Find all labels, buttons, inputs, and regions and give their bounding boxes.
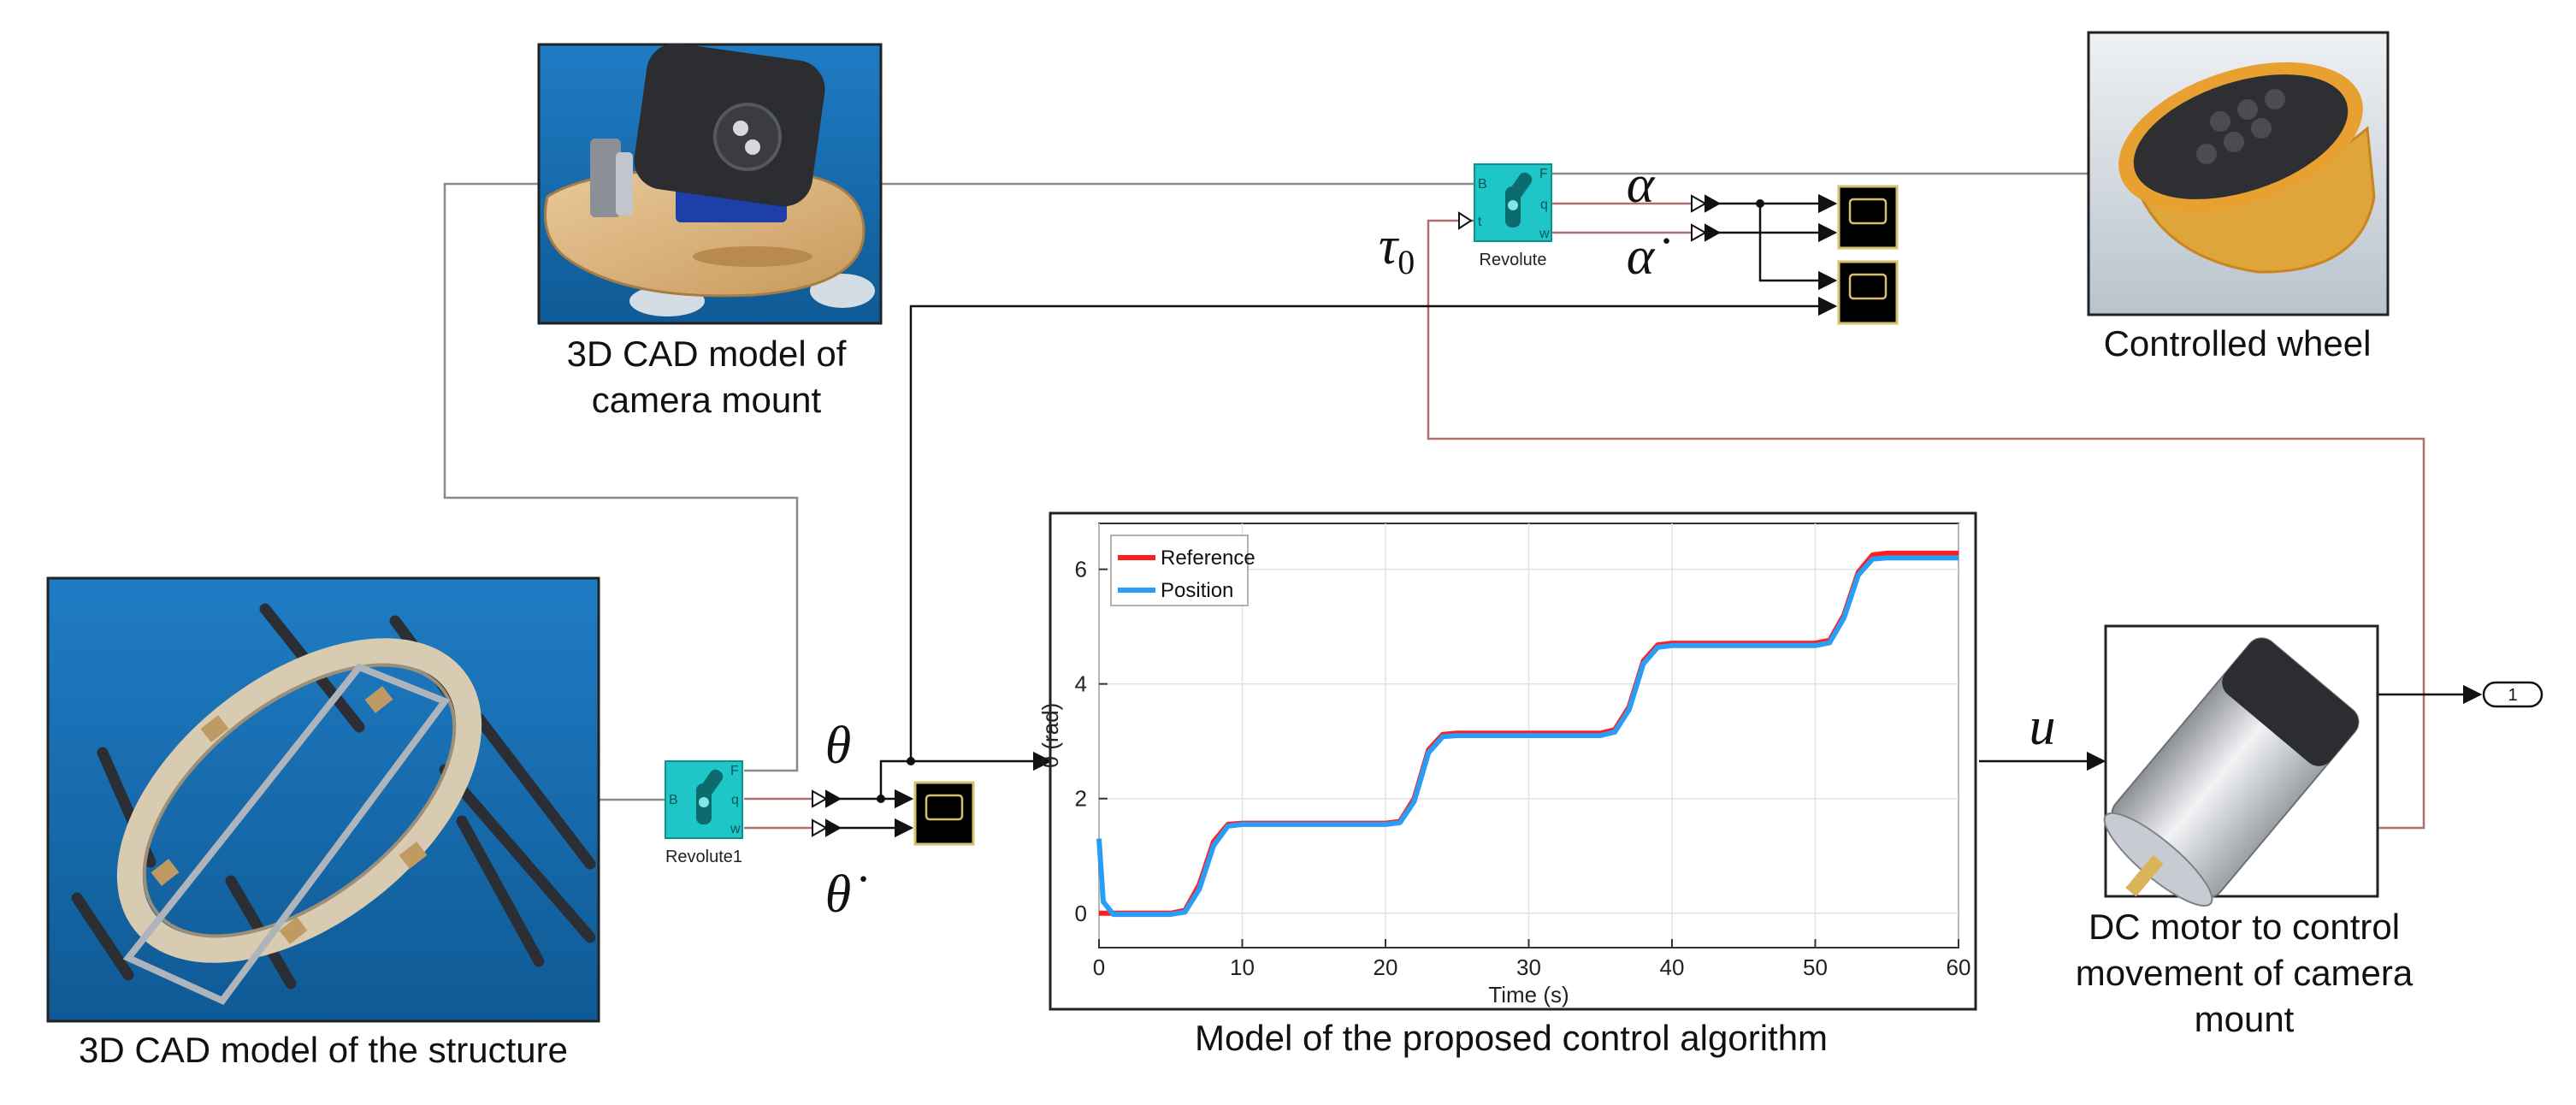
port-t: t [1478, 215, 1482, 229]
converter-alphadot[interactable] [1691, 223, 1708, 242]
revolute1-block[interactable]: B F q w Revolute1 [665, 760, 743, 866]
y-tick-label: 4 [1075, 671, 1087, 697]
theta-symbol: θ [825, 717, 851, 775]
dc-motor-image [2103, 624, 2379, 907]
scope-alpha[interactable] [1837, 185, 1899, 250]
legend-label-reference: Reference [1161, 547, 1256, 570]
converter-alpha[interactable] [1691, 194, 1708, 213]
signal-theta-feedback-to-scope [909, 296, 1838, 761]
x-tick-label: 0 [1093, 954, 1105, 980]
y-tick-label: 6 [1075, 557, 1087, 582]
x-tick-label: 40 [1660, 954, 1685, 980]
alpha-symbol: α [1627, 156, 1656, 214]
structure-ring [116, 638, 482, 963]
x-tick-label: 60 [1947, 954, 1971, 980]
signal-theta-to-controller [879, 751, 1053, 799]
ps-converters [812, 194, 1722, 837]
x-tick-label: 20 [1374, 954, 1398, 980]
y-tick-label: 2 [1075, 786, 1087, 812]
y-tick-label: 0 [1075, 901, 1087, 926]
camera-lens-dot-1 [733, 121, 748, 136]
series-line-position [1096, 555, 1959, 918]
torque-connections [744, 202, 2425, 830]
scope-theta[interactable] [913, 781, 975, 846]
scope-alpha-branch[interactable] [1837, 260, 1899, 325]
mount-foot-right [810, 274, 875, 308]
caption-structure: 3D CAD model of the structure [79, 1030, 568, 1070]
port-B: B [669, 793, 678, 807]
controlled-wheel-image [2087, 31, 2390, 316]
alpha-dot-symbol: α̇ [1627, 228, 1670, 286]
theta-dot-symbol: θ̇ [825, 866, 866, 924]
x-axis-label: Time (s) [1488, 982, 1569, 1008]
port-q: q [1540, 198, 1548, 212]
wheel-holes [2196, 89, 2285, 164]
structure-cad-image [46, 576, 600, 1023]
converter-thetadot-solid [825, 818, 842, 837]
converter-theta-solid [825, 789, 842, 808]
signal-junctions [877, 199, 1764, 803]
junction-theta-1 [877, 795, 885, 803]
junction-theta-2 [907, 757, 915, 765]
x-tick-label: 30 [1516, 954, 1541, 980]
junction-alpha [1756, 199, 1764, 208]
port-B: B [1478, 177, 1487, 192]
revolute-block[interactable]: B F t q w Revolute [1458, 163, 1552, 269]
x-tick-label: 50 [1803, 954, 1828, 980]
signal-connections [838, 193, 2483, 838]
camera-lens-dot-2 [745, 139, 760, 155]
camera-mount-cad-image [537, 43, 883, 325]
joint-icon [1505, 172, 1533, 228]
mount-slot [693, 246, 812, 267]
mount-post-2 [616, 152, 633, 216]
outport-label: 1 [2508, 686, 2517, 705]
caption-camera-mount-line2: camera mount [592, 380, 822, 420]
motor-body [2103, 637, 2360, 907]
caption-control-algorithm: Model of the proposed control algorithm [1195, 1018, 1828, 1058]
u-symbol: u [2029, 698, 2056, 756]
caption-dc-motor-line1: DC motor to control [2089, 907, 2400, 947]
caption-dc-motor-line3: mount [2195, 999, 2295, 1039]
x-tick-label: 10 [1230, 954, 1255, 980]
converter-alphadot-solid [1705, 223, 1722, 242]
converter-thetadot[interactable] [812, 818, 829, 837]
revolute-label: Revolute [1480, 251, 1547, 269]
converter-alpha-solid [1705, 194, 1722, 213]
structure-ring-edge [142, 663, 457, 938]
caption-dc-motor-line2: movement of camera [2076, 953, 2414, 993]
revolute1-label: Revolute1 [665, 848, 742, 866]
signal-alpha-branch [1758, 204, 1838, 291]
legend-box [1110, 535, 1249, 606]
wire-motor-to-revolute-torque [1427, 219, 2425, 830]
joint-icon [696, 769, 724, 824]
port-w: w [1539, 227, 1550, 241]
wire-revolute1-to-camera-mount [443, 182, 799, 772]
scopes [913, 185, 1899, 846]
port-t-triangle [1458, 211, 1473, 230]
port-w: w [730, 822, 741, 836]
port-F: F [730, 764, 739, 778]
structure-brackets [151, 686, 428, 944]
port-F: F [1539, 167, 1548, 181]
tau-symbol: τ0 [1379, 217, 1415, 281]
structure-frame [122, 663, 451, 1005]
caption-controlled-wheel: Controlled wheel [2104, 323, 2372, 363]
camera-lens-ring [713, 103, 782, 171]
y-axis-label: θ (rad) [1037, 703, 1063, 769]
converter-theta[interactable] [812, 789, 829, 808]
mount-post [590, 139, 621, 217]
legend-label-position: Position [1161, 579, 1233, 602]
physical-connections [443, 172, 2089, 801]
outport-block[interactable]: 1 [2482, 681, 2544, 708]
port-q: q [731, 793, 739, 807]
caption-camera-mount-line1: 3D CAD model of [567, 334, 847, 374]
